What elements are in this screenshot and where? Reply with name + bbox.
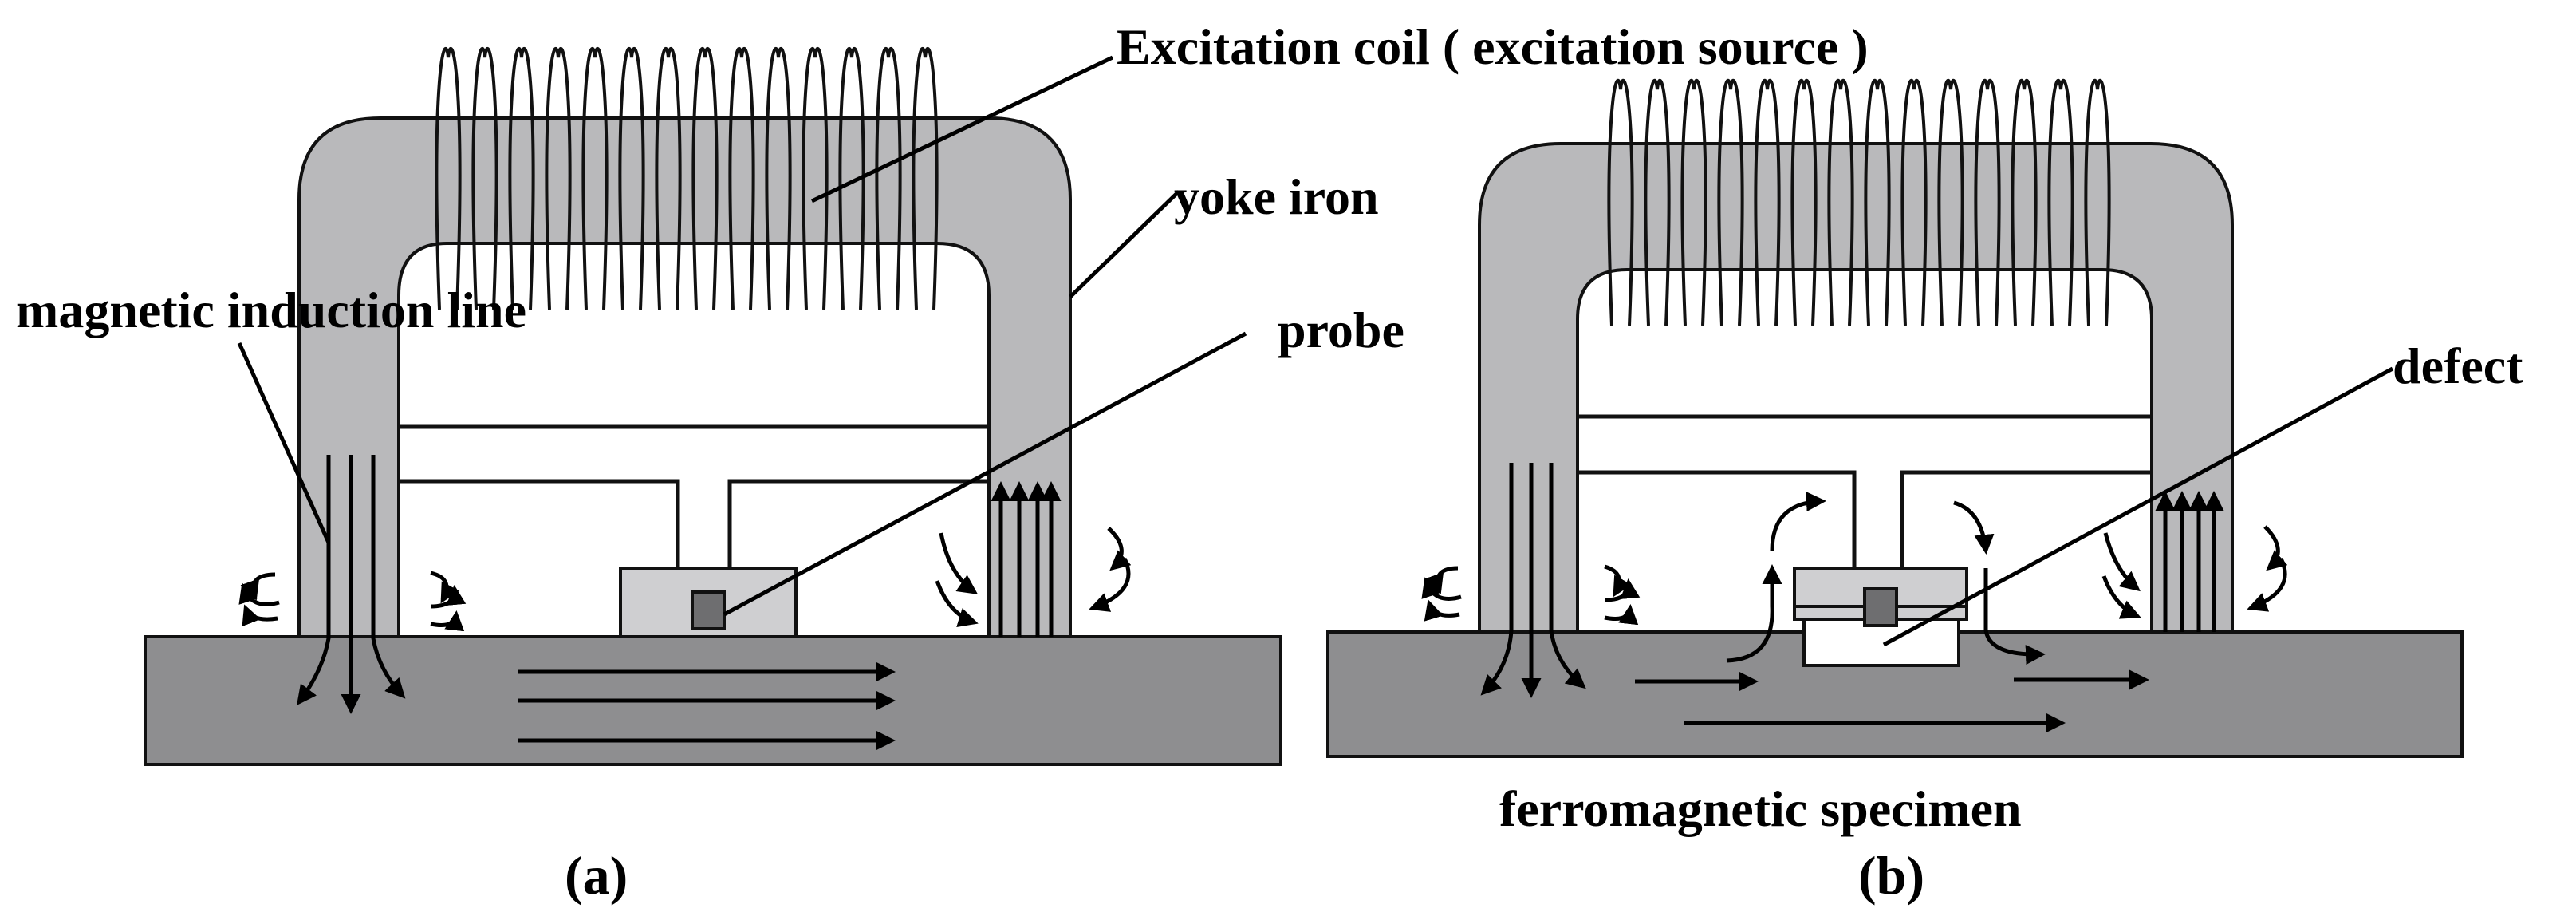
label-defect: defect bbox=[2393, 338, 2523, 394]
coil-turn bbox=[1607, 78, 1634, 326]
caption-b: (b) bbox=[1858, 845, 1924, 906]
coil-turn bbox=[2047, 78, 2074, 326]
panel-b bbox=[1326, 78, 2464, 758]
flux-lines-specimen-a bbox=[518, 661, 896, 751]
coil-turn bbox=[2084, 78, 2111, 326]
coil-turn bbox=[691, 47, 719, 310]
yoke-iron-a bbox=[297, 116, 1072, 638]
coil-turn bbox=[1827, 78, 1854, 326]
leakage-arrows-a bbox=[238, 527, 1132, 632]
coil-turn bbox=[1754, 78, 1781, 326]
label-magnetic-induction-line: magnetic induction line bbox=[16, 282, 526, 338]
flux-lines-right-b bbox=[2155, 491, 2224, 632]
leader-probe bbox=[723, 331, 1247, 617]
excitation-coil-b bbox=[1607, 78, 2111, 326]
coil-turn bbox=[1644, 78, 1671, 326]
coil-turn bbox=[838, 47, 865, 310]
leader-lines bbox=[237, 55, 2394, 647]
coil-turn bbox=[1900, 78, 1928, 326]
label-probe: probe bbox=[1278, 302, 1404, 358]
coil-turn bbox=[508, 47, 535, 310]
label-excitation-coil: Excitation coil ( excitation source ) bbox=[1117, 18, 1869, 75]
probe-housing-a bbox=[399, 424, 989, 568]
coil-turn bbox=[912, 47, 939, 310]
flux-lines-right-a bbox=[991, 481, 1062, 637]
caption-a: (a) bbox=[565, 845, 628, 906]
coil-turn bbox=[655, 47, 682, 310]
leader-magnetic-induction-line bbox=[237, 342, 331, 544]
sensor-b bbox=[1863, 587, 1898, 627]
label-ferromagnetic-specimen: ferromagnetic specimen bbox=[1499, 780, 2022, 837]
coil-turn bbox=[1680, 78, 1707, 326]
probe-housing-b bbox=[1578, 414, 2152, 568]
sensor-a bbox=[691, 590, 726, 630]
coil-turn bbox=[581, 47, 609, 310]
coil-turn bbox=[545, 47, 572, 310]
coil-turn bbox=[618, 47, 645, 310]
excitation-coil-a bbox=[435, 47, 939, 310]
coil-turn bbox=[2011, 78, 2038, 326]
panel-a bbox=[144, 47, 1282, 766]
coil-turn bbox=[1937, 78, 1964, 326]
coil-turn bbox=[1717, 78, 1744, 326]
leader-yoke-iron bbox=[1069, 190, 1180, 298]
flux-lines-specimen-b bbox=[1635, 492, 2149, 733]
leader-excitation-coil bbox=[810, 55, 1114, 203]
coil-turn bbox=[435, 47, 462, 310]
coil-turn bbox=[471, 47, 498, 310]
coil-turn bbox=[728, 47, 755, 310]
leakage-arrows-b bbox=[1421, 525, 2288, 626]
flux-lines-left-b bbox=[1480, 463, 1586, 698]
flux-lines-left-a bbox=[297, 455, 406, 714]
coil-turn bbox=[1864, 78, 1891, 326]
label-yoke-iron: yoke iron bbox=[1174, 168, 1379, 225]
leader-defect bbox=[1882, 366, 2394, 647]
coil-turn bbox=[765, 47, 792, 310]
coil-turn bbox=[1790, 78, 1818, 326]
coil-turn bbox=[802, 47, 829, 310]
coil-turn bbox=[1974, 78, 2001, 326]
coil-turn bbox=[875, 47, 902, 310]
